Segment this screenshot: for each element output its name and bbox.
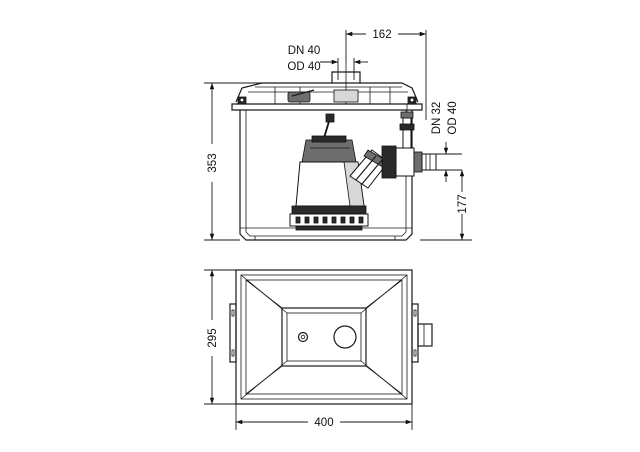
inlet-dn-label: DN 40 — [288, 45, 321, 57]
outlet-height-label: 177 — [457, 194, 469, 213]
front-view: 162 DN 40 OD 40 DN 32 OD 40 177 — [204, 29, 472, 241]
depth-label: 295 — [207, 328, 219, 347]
dimension-outlet-height: 177 — [420, 170, 472, 241]
tank-lid — [231, 62, 423, 111]
pump-base-slots — [295, 216, 364, 224]
outlet-od-label: OD 40 — [447, 101, 459, 134]
outlet-size-callout: DN 32 OD 40 — [431, 101, 462, 182]
width-label: 400 — [314, 417, 333, 429]
dimension-total-height: 353 — [204, 82, 262, 241]
top-view-openings — [297, 325, 357, 349]
outlet-dn-label: DN 32 — [431, 102, 443, 135]
inlet-size-callout: DN 40 OD 40 — [287, 45, 368, 80]
inlet-od-label: OD 40 — [287, 61, 320, 73]
outlet-offset-label: 162 — [372, 29, 391, 41]
outlet-fitting — [381, 104, 437, 179]
side-brackets — [229, 303, 433, 363]
dimension-depth: 295 — [204, 269, 236, 405]
submersible-pump-icon — [289, 113, 393, 231]
collection-tank-icon — [235, 269, 413, 405]
total-height-label: 353 — [207, 153, 219, 172]
dimension-outlet-offset: 162 — [345, 29, 427, 120]
dimension-width: 400 — [235, 404, 413, 430]
top-view: 295 400 — [204, 269, 433, 430]
